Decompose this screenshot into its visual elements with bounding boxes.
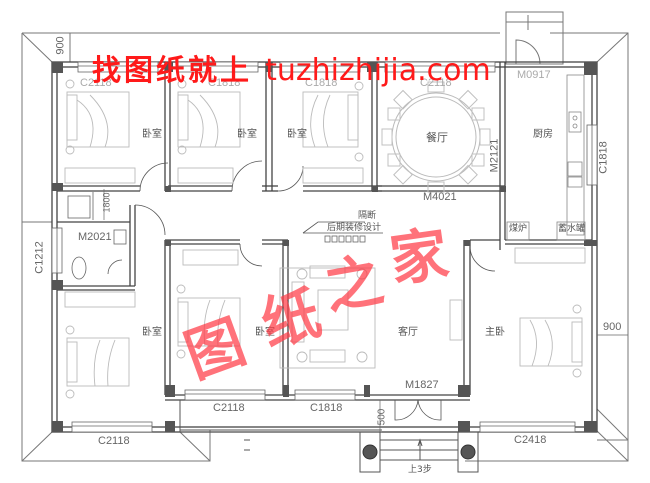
- roof-eave-outline: [21, 32, 629, 462]
- door-swings: [107, 160, 496, 421]
- dimension-porch-depth: 500: [376, 408, 388, 426]
- partition-note: 后期装修设计: [327, 223, 382, 233]
- window-code-top-mid: C1818: [208, 77, 241, 89]
- front-porch: [179, 400, 479, 473]
- watermark-char-4: 家: [385, 219, 453, 295]
- partition: [302, 221, 383, 243]
- window-code-top-left: C2118: [80, 77, 112, 89]
- dimension-eave-top-left: 900: [54, 36, 67, 55]
- door-code-kitchen-back: M0917: [517, 69, 551, 81]
- room-label-living: 客厅: [398, 327, 418, 338]
- door-code-bath: M2021: [78, 231, 112, 243]
- room-label-bedroom-bottom-mid: 卧室: [255, 327, 275, 338]
- exterior-walls: [51, 61, 598, 433]
- window-code-bottom-left: C2118: [98, 435, 130, 447]
- room-label-kitchen: 厨房: [533, 129, 553, 140]
- door-code-dining: M4021: [423, 191, 457, 203]
- steps-label: 上3步: [408, 465, 432, 475]
- window-code-top-right: C1818: [305, 77, 338, 89]
- dimension-bath: 1800: [101, 192, 112, 213]
- windows: [51, 61, 598, 433]
- porch-column-left: [362, 444, 378, 460]
- kitchen-counter: [506, 74, 586, 241]
- window-code-master: C2418: [514, 434, 547, 446]
- dining-table: [381, 81, 491, 193]
- bathroom-fixtures: [67, 192, 127, 280]
- watermark-char-3: 之: [319, 245, 389, 323]
- room-label-dining: 餐厅: [426, 131, 448, 144]
- partition-label: 隔断: [358, 211, 377, 221]
- fixture-label-water-tank: 蓄水罐: [558, 224, 586, 234]
- beds: [64, 79, 586, 399]
- fixture-label-stove: 煤炉: [509, 224, 528, 234]
- door-code-dining-kitchen: M2121: [488, 138, 501, 173]
- dimension-eave-right: 900: [603, 321, 622, 333]
- room-label-bedroom-bottom-left: 卧室: [142, 327, 162, 338]
- porch-column-right: [460, 444, 476, 460]
- window-code-dining: C2118: [420, 77, 452, 89]
- room-label-bedroom-top-mid: 卧室: [237, 129, 257, 140]
- window-code-bath: C1212: [33, 241, 46, 274]
- room-label-bedroom-top-left: 卧室: [142, 129, 162, 140]
- window-code-bottom-mid: C2118: [213, 402, 245, 414]
- room-label-master: 主卧: [485, 327, 505, 338]
- watermark-top-url: tuzhizhijia.com: [265, 53, 491, 88]
- watermark-top-cn: 找图纸就上: [92, 53, 253, 87]
- sofa-set: [279, 265, 463, 369]
- window-code-kitchen: C1818: [597, 141, 610, 174]
- window-code-bottom-living: C1818: [310, 402, 343, 414]
- room-label-bedroom-top-right: 卧室: [287, 129, 307, 140]
- dimension-lines: [103, 189, 628, 432]
- door-code-main: M1827: [405, 379, 439, 391]
- watermark-top: 找图纸就上 tuzhizhijia.com: [92, 56, 491, 86]
- structural-columns: [52, 62, 597, 432]
- kitchen-back-porch: [505, 11, 564, 65]
